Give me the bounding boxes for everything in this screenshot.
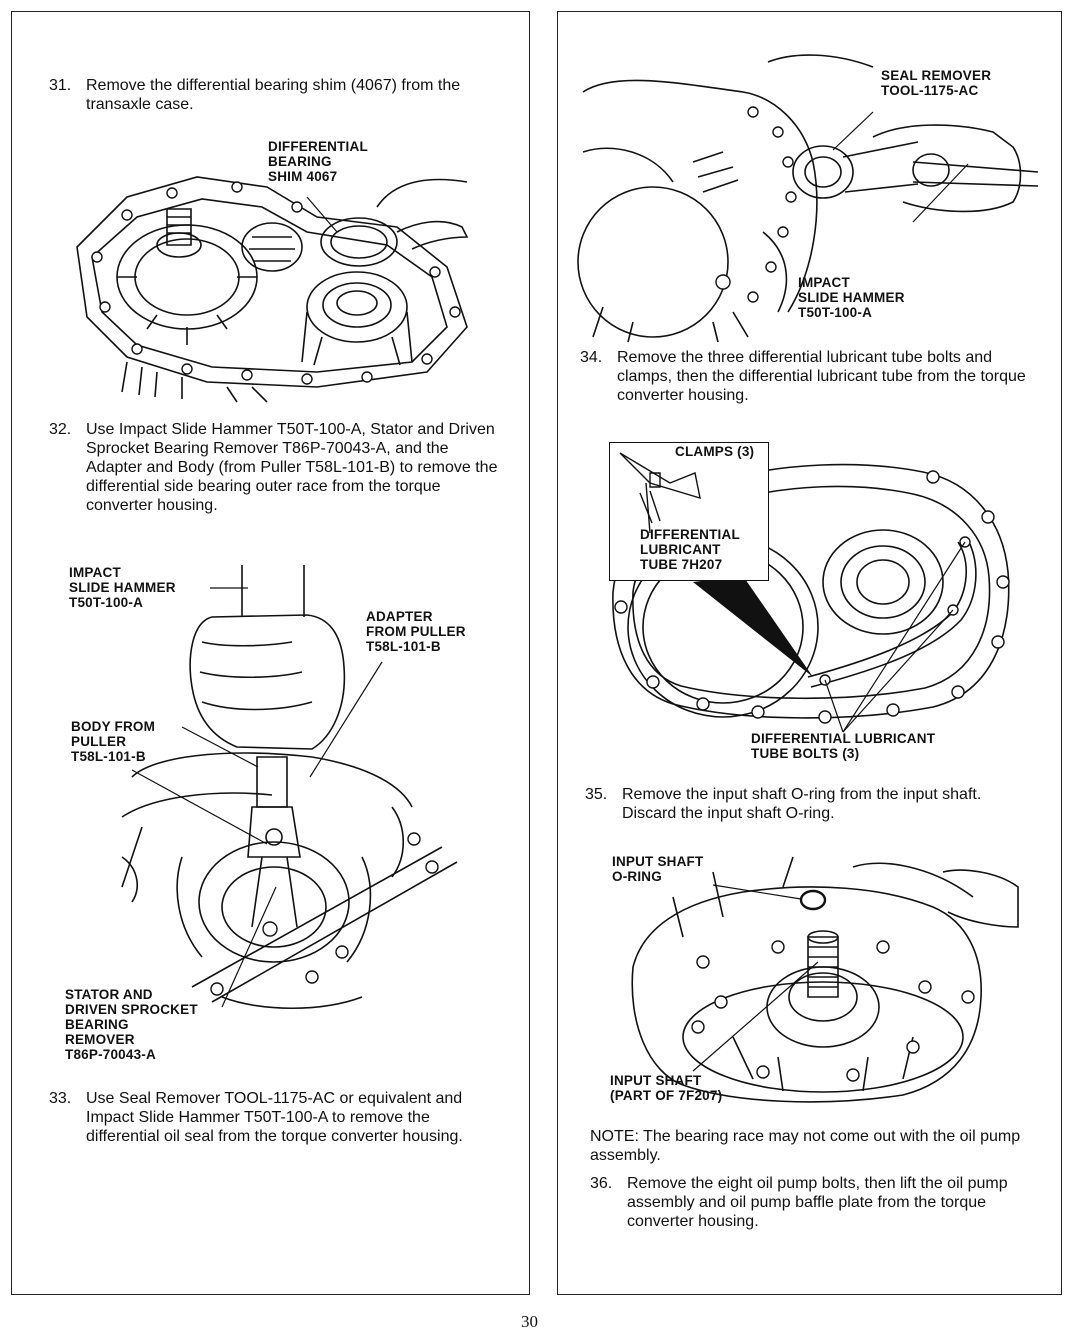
figure-clamps-inset xyxy=(610,443,768,580)
step-number: 34. xyxy=(580,349,603,366)
figure-slide-hammer-remover xyxy=(62,557,482,1057)
step-number: 35. xyxy=(585,786,608,803)
label-differential-bearing-shim: DIFFERENTIAL BEARING SHIM 4067 xyxy=(268,139,368,184)
figure-input-shaft xyxy=(613,847,1023,1107)
step-text: Remove the differential bearing shim (40… xyxy=(86,77,461,113)
page-number: 30 xyxy=(521,1312,538,1331)
label-clamps: CLAMPS (3) xyxy=(675,444,755,459)
label-differential-lubricant-tube: DIFFERENTIAL LUBRICANT TUBE 7H207 xyxy=(640,527,740,572)
note-text: NOTE: The bearing race may not come out … xyxy=(590,1128,1021,1164)
step-text: Use Impact Slide Hammer T50T-100-A, Stat… xyxy=(86,421,498,514)
label-seal-remover: SEAL REMOVER TOOL-1175-AC xyxy=(881,68,992,98)
step-text: Remove the three differential lubricant … xyxy=(617,349,1026,404)
inset-clamps-box xyxy=(609,442,769,581)
label-input-shaft: INPUT SHAFT (PART OF 7F207) xyxy=(610,1073,723,1103)
step-text: Use Seal Remover TOOL-1175-AC or equival… xyxy=(86,1090,463,1145)
step-number: 36. xyxy=(590,1175,613,1192)
label-impact-slide-hammer: IMPACT SLIDE HAMMER T50T-100-A xyxy=(798,275,905,320)
label-input-shaft-oring: INPUT SHAFT O-RING xyxy=(612,854,704,884)
step-number: 31. xyxy=(49,77,72,94)
figure-differential-shim xyxy=(67,137,487,407)
figure-seal-remover xyxy=(573,52,1043,342)
label-adapter-from-puller: ADAPTER FROM PULLER T58L-101-B xyxy=(366,609,466,654)
left-column: 31. Remove the differential bearing shim… xyxy=(11,11,530,1295)
step-text: Remove the eight oil pump bolts, then li… xyxy=(627,1175,1008,1230)
label-stator-remover: STATOR AND DRIVEN SPROCKET BEARING REMOV… xyxy=(65,987,198,1062)
right-column: SEAL REMOVER TOOL-1175-AC IMPACT SLIDE H… xyxy=(557,11,1062,1295)
label-tube-bolts: DIFFERENTIAL LUBRICANT TUBE BOLTS (3) xyxy=(751,731,936,761)
label-body-from-puller: BODY FROM PULLER T58L-101-B xyxy=(71,719,156,764)
step-number: 33. xyxy=(49,1090,72,1107)
label-impact-slide-hammer: IMPACT SLIDE HAMMER T50T-100-A xyxy=(69,565,176,610)
step-number: 32. xyxy=(49,421,72,438)
step-text: Remove the input shaft O-ring from the i… xyxy=(622,786,982,822)
